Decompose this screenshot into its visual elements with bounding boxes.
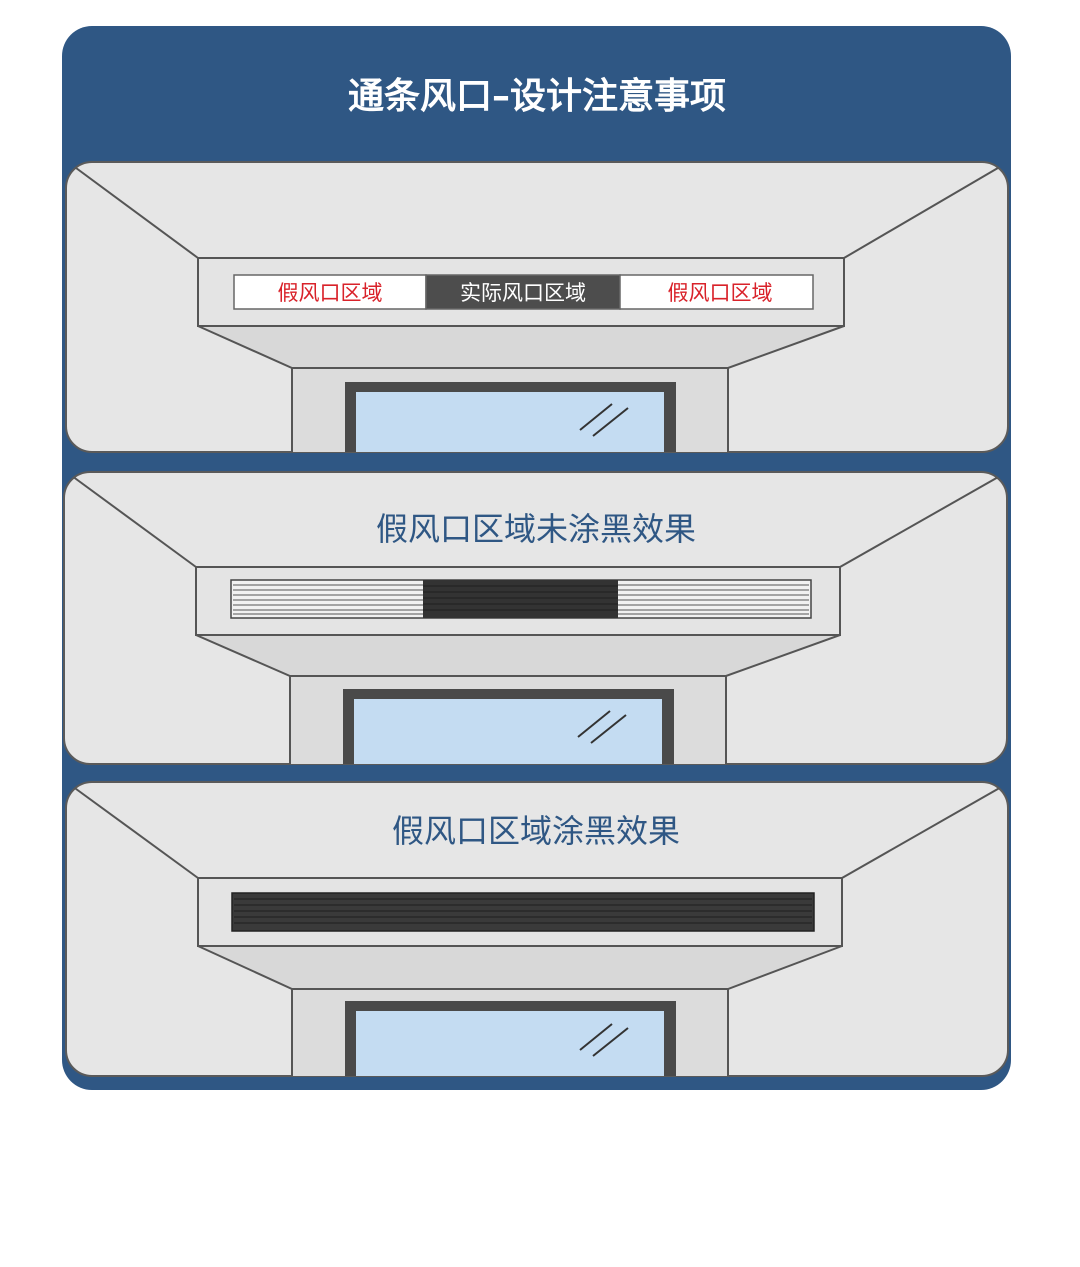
real-vent-zone	[425, 274, 621, 310]
fake-zone-label-left: 假风口区域	[278, 281, 383, 305]
panel-unpainted-effect: 假风口区域未涂黑效果	[63, 471, 1008, 765]
panel-painted-effect: 假风口区域涂黑效果	[65, 781, 1009, 1077]
fake-vent-zone-right	[619, 274, 814, 310]
vent-zone-strip: 假风口区域 实际风口区域 假风口区域	[233, 274, 814, 310]
page-title: 通条风口–设计注意事项	[348, 76, 726, 117]
fake-vent-zone-left	[233, 274, 427, 310]
window	[345, 382, 676, 452]
panel-caption-painted: 假风口区域涂黑效果	[392, 812, 680, 850]
panel-zone-diagram: 假风口区域 实际风口区域 假风口区域	[65, 161, 1009, 453]
real-zone-label: 实际风口区域	[460, 281, 586, 305]
slot-vent-painted	[231, 892, 815, 932]
window	[343, 689, 674, 764]
window	[345, 1001, 676, 1076]
fake-zone-label-right: 假风口区域	[668, 281, 773, 305]
panel-caption-unpainted: 假风口区域未涂黑效果	[376, 510, 696, 548]
slot-vent-unpainted	[230, 579, 812, 619]
